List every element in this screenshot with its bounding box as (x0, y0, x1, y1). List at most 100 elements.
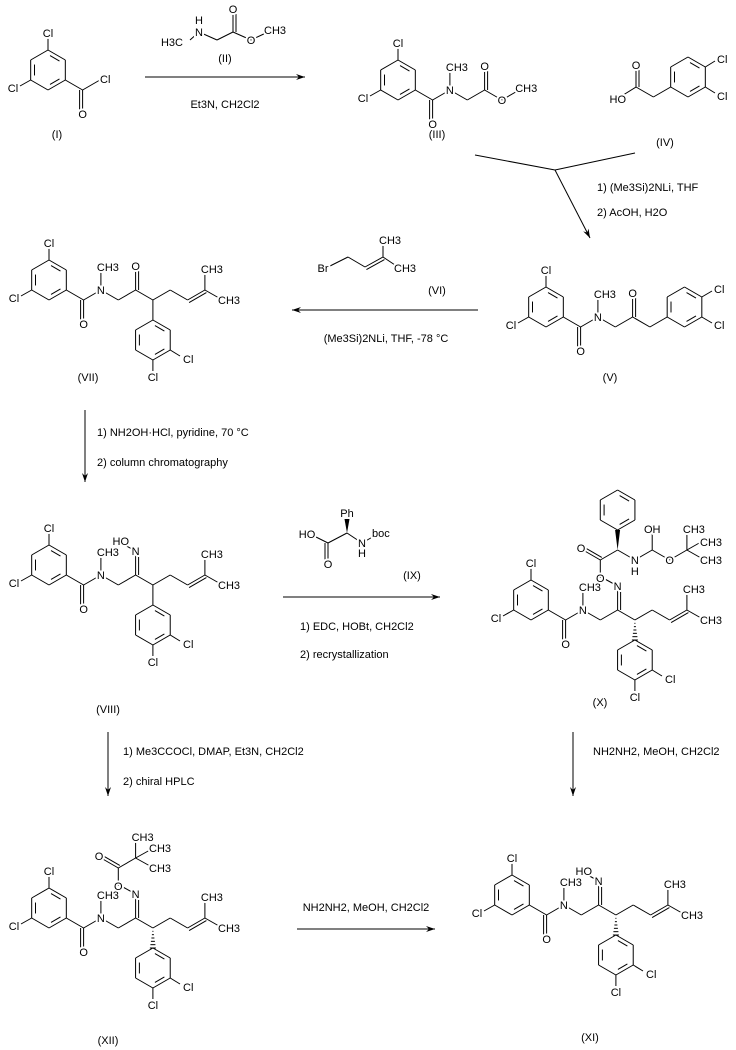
single-bond (511, 874, 530, 886)
single-bond (528, 286, 547, 298)
single-bond (152, 947, 171, 959)
atom-label: O (542, 934, 551, 946)
atom-label: Br (318, 263, 329, 275)
aromatic-inner-bond (689, 62, 700, 69)
compound-label-xi: (XI) (581, 1032, 599, 1044)
atom-label: Cl (148, 1000, 158, 1012)
aromatic-inner-bond (49, 78, 60, 85)
aromatic-inner-bond (49, 55, 60, 62)
atom-label: N (97, 913, 105, 925)
single-bond (20, 917, 32, 925)
atom-label: CH3 (218, 295, 240, 307)
single-bond (651, 549, 670, 561)
single-bond (651, 609, 670, 621)
single-bond (651, 669, 663, 677)
single-bond (617, 549, 636, 561)
single-bond (347, 256, 366, 268)
single-bond (530, 609, 549, 621)
atom-label: Cl (44, 238, 54, 250)
compound-label-viii: (VIII) (96, 704, 120, 716)
atom-label: CH3 (560, 877, 582, 889)
atom-label: Cl (44, 866, 54, 878)
atom-label: O (95, 851, 104, 863)
atom-label: O (665, 555, 674, 567)
double-bond-line (188, 577, 207, 589)
single-bond (135, 977, 154, 989)
atom-label: H (631, 566, 639, 578)
single-bond (20, 289, 32, 297)
atom-label: HO (299, 529, 316, 541)
single-bond (649, 316, 668, 328)
single-bond (501, 89, 520, 101)
atom-label: O (596, 573, 605, 585)
single-bond (135, 574, 154, 586)
single-bond (83, 917, 102, 929)
single-bond (135, 604, 154, 616)
atom-label: CH3 (664, 879, 686, 891)
atom-label: CH3 (97, 262, 119, 274)
single-bond (135, 857, 151, 867)
single-bond (135, 634, 154, 646)
atom-label: CH3 (683, 524, 705, 536)
atom-label: N (132, 889, 140, 901)
single-bond (169, 977, 181, 985)
single-bond (48, 544, 67, 556)
atom-label: CH3 (149, 863, 171, 875)
atom-label: CH3 (579, 582, 601, 594)
aromatic-inner-bond (532, 608, 543, 615)
single-bond (169, 289, 188, 301)
atom-label: CH3 (515, 83, 537, 95)
reagent-text: 2) recrystallization (300, 649, 389, 661)
single-bond (66, 289, 84, 301)
single-bond (120, 885, 136, 895)
atom-label: H (358, 548, 366, 560)
single-bond (705, 60, 716, 68)
atom-label: Cl (472, 908, 482, 920)
single-bond (327, 532, 348, 544)
single-bond (583, 872, 599, 882)
single-bond (530, 579, 549, 591)
single-bond (701, 290, 713, 298)
atom-label: Cl (183, 982, 193, 994)
single-bond (83, 289, 102, 301)
atom-label: O (561, 639, 570, 651)
single-bond (216, 31, 234, 41)
single-bond (48, 574, 67, 586)
compound-label-vi: (VI) (428, 285, 446, 297)
aromatic-inner-bond (513, 880, 524, 887)
single-bond (83, 574, 102, 586)
atom-label: O (628, 288, 637, 300)
aromatic-inner-bond (50, 916, 61, 923)
single-bond (187, 917, 206, 929)
single-bond (135, 947, 154, 959)
atom-label: CH3 (97, 547, 119, 559)
single-bond (634, 549, 653, 561)
single-bond (669, 609, 688, 621)
atom-label: Cl (9, 578, 19, 590)
aromatic-inner-bond (154, 325, 165, 332)
arrowhead-icon (296, 74, 305, 80)
single-bond (634, 669, 653, 681)
aromatic-inner-bond (619, 495, 630, 502)
single-bond (47, 49, 66, 61)
atom-label: O (576, 346, 585, 358)
single-bond (546, 904, 565, 916)
double-bond-line (188, 292, 207, 304)
single-bond (669, 549, 688, 561)
single-bond (666, 286, 685, 298)
atom-label: N (97, 285, 105, 297)
single-bond (66, 574, 84, 586)
atom-label: CH3 (201, 264, 223, 276)
single-bond (198, 31, 218, 41)
single-bond (432, 89, 451, 101)
single-bond (31, 289, 50, 301)
aromatic-inner-bond (399, 88, 410, 95)
atom-label: Cl (100, 74, 110, 86)
single-bond (135, 319, 154, 331)
aromatic-inner-bond (154, 953, 165, 960)
single-bond (361, 534, 377, 544)
single-bond (415, 89, 433, 101)
aromatic-inner-bond (636, 668, 647, 675)
arrowhead-icon (82, 473, 88, 482)
atom-label: Cl (393, 38, 403, 50)
